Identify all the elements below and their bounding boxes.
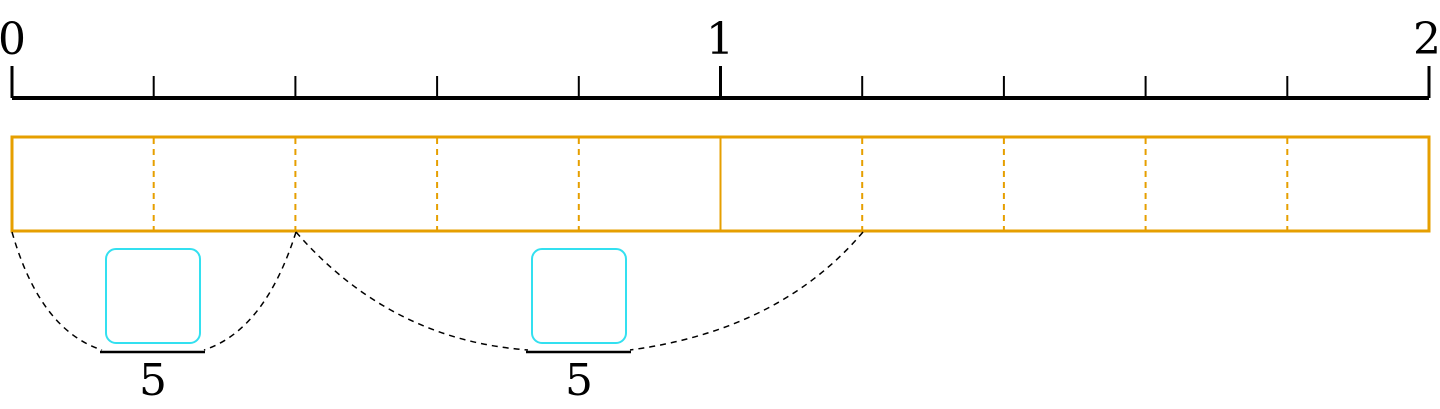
denominator-2: 5	[565, 355, 593, 406]
numerator-input-box-1[interactable]	[105, 248, 201, 344]
fraction-bar-dividers	[152, 138, 1289, 230]
span-arc-right-2	[629, 231, 864, 351]
denominator-1: 5	[139, 355, 167, 406]
fraction-bar	[10, 135, 1431, 233]
axis-ticks	[10, 66, 1431, 98]
fraction-2: 5	[526, 248, 631, 406]
tick-label-0: 0	[0, 14, 26, 65]
number-line: 0 1 2	[0, 14, 1440, 100]
fraction-bar-outline	[10, 135, 1431, 233]
tick-label-1: 1	[706, 14, 734, 65]
numerator-input-box-2[interactable]	[531, 248, 627, 344]
span-arc-right-1	[203, 231, 297, 351]
fraction-1: 5	[100, 248, 205, 406]
span-arcs	[11, 231, 864, 351]
span-arc-left-1	[11, 231, 103, 351]
span-arc-left-2	[295, 231, 529, 351]
tick-label-2: 2	[1413, 14, 1440, 65]
